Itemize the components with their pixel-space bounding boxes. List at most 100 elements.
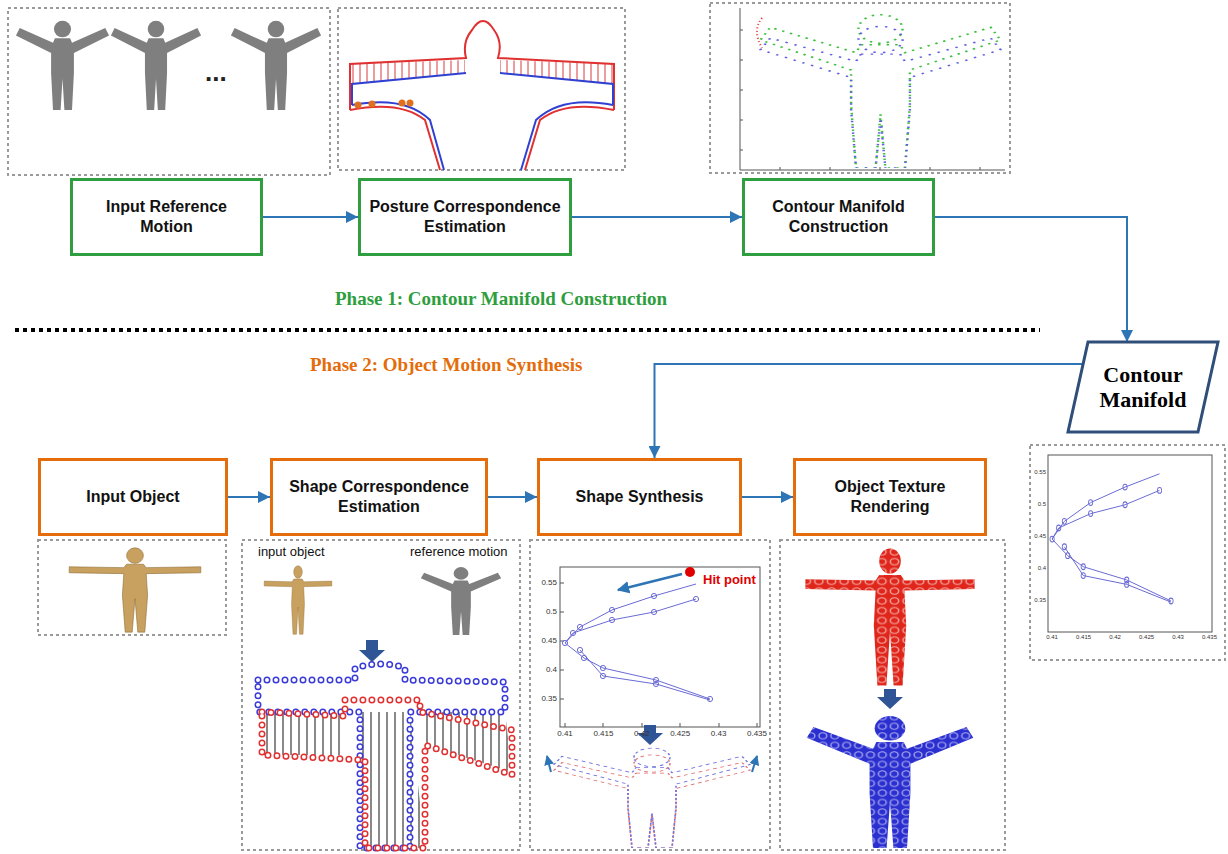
shape-correspondence-figure bbox=[258, 566, 512, 848]
axis-tick-label: 0.41 bbox=[550, 729, 580, 738]
correspondence-lines bbox=[360, 712, 425, 848]
synthesized-contour bbox=[554, 755, 750, 848]
panel-frame bbox=[530, 540, 770, 850]
text-label: ... bbox=[205, 58, 227, 88]
silhouette bbox=[111, 21, 201, 110]
contour-red bbox=[350, 21, 614, 170]
panel-frame bbox=[8, 8, 330, 175]
feature-points bbox=[355, 100, 414, 109]
manifold-dots bbox=[760, 26, 1000, 168]
direction-arrow bbox=[618, 574, 682, 590]
plot-axes bbox=[740, 8, 1005, 170]
manifold-curves bbox=[1050, 474, 1173, 604]
box-label: Input Object bbox=[86, 487, 179, 507]
axis-tick-label: 0.425 bbox=[1135, 634, 1159, 641]
axis-tick-label: 0.4 bbox=[1030, 565, 1046, 572]
axis-tick-label: 0.415 bbox=[1072, 634, 1096, 641]
reference-silhouettes bbox=[16, 21, 321, 110]
axis-tick-label: 0.43 bbox=[1166, 634, 1190, 641]
direction-arrow bbox=[752, 756, 757, 772]
dotted-panels bbox=[8, 3, 1225, 850]
axis-tick-label: 0.55 bbox=[1030, 469, 1046, 476]
process-box: Input Object bbox=[38, 458, 228, 536]
manifold-dots bbox=[760, 15, 1000, 168]
blue-mesh-figure bbox=[807, 716, 974, 848]
axis-tick-label: 0.415 bbox=[588, 729, 618, 738]
text-label: Phase 2: Object Motion Synthesis bbox=[310, 354, 582, 376]
panel-frame bbox=[710, 3, 1010, 173]
axis-tick-label: 0.5 bbox=[531, 607, 557, 616]
parallelogram-shape bbox=[1068, 342, 1218, 432]
manifold-dots bbox=[757, 18, 762, 48]
axis-tick-label: 0.435 bbox=[742, 729, 772, 738]
panel-frame bbox=[38, 540, 226, 635]
shape-synthesis-plot bbox=[547, 567, 760, 848]
axis-tick-label: 0.45 bbox=[1030, 533, 1046, 540]
box-label: Shape Correspondence Estimation bbox=[281, 477, 477, 516]
flow-arrow bbox=[935, 217, 1127, 342]
contour-points-red bbox=[262, 700, 512, 848]
panel-frame bbox=[780, 540, 1005, 850]
hit-point bbox=[685, 567, 695, 577]
process-box: Contour Manifold Construction bbox=[742, 178, 935, 256]
process-box: Shape Synthesis bbox=[537, 458, 742, 536]
flow-arrow bbox=[742, 496, 793, 498]
silhouette bbox=[231, 21, 321, 110]
mesh-overlay bbox=[807, 716, 974, 848]
box-label: Contour Manifold Construction bbox=[753, 197, 924, 236]
process-box: Shape Correspondence Estimation bbox=[270, 458, 488, 536]
process-box: Posture Correspondence Estimation bbox=[358, 178, 572, 256]
synthesized-contour bbox=[554, 748, 750, 848]
axis-tick-label: 0.35 bbox=[531, 694, 557, 703]
panel-frame bbox=[242, 540, 520, 850]
box-label: Object Texture Rendering bbox=[804, 477, 976, 516]
flow-arrow bbox=[488, 496, 537, 498]
axis-tick-label: 0.42 bbox=[1103, 634, 1127, 641]
contour-points-red bbox=[262, 700, 512, 848]
axis-ticks bbox=[560, 583, 757, 727]
axis-tick-label: 0.5 bbox=[1030, 501, 1046, 508]
axis-tick-label: 0.435 bbox=[1198, 634, 1222, 641]
box-label: Input Reference Motion bbox=[81, 197, 252, 236]
silhouette bbox=[421, 567, 501, 635]
silhouette bbox=[16, 21, 109, 110]
posture-correspondence-figure bbox=[350, 21, 614, 170]
plot-axes bbox=[1048, 455, 1212, 632]
axis-tick-label: 0.45 bbox=[531, 636, 557, 645]
contour-blue bbox=[352, 73, 613, 170]
direction-arrow bbox=[547, 756, 551, 772]
mesh-overlay bbox=[805, 548, 974, 685]
flow-arrow bbox=[228, 496, 270, 498]
process-box: Object Texture Rendering bbox=[793, 458, 987, 536]
plot-axes bbox=[560, 567, 760, 727]
axis-tick-label: 0.35 bbox=[1030, 597, 1046, 604]
texture-render-figure bbox=[805, 548, 974, 848]
text-label: input object bbox=[258, 545, 325, 560]
small-manifold-plot bbox=[1048, 455, 1212, 632]
text-label: reference motion bbox=[410, 545, 508, 560]
wooden-mannequin bbox=[69, 548, 201, 632]
red-mesh-figure bbox=[805, 548, 974, 685]
process-box: Input Reference Motion bbox=[70, 178, 263, 256]
axis-tick-label: 0.55 bbox=[531, 578, 557, 587]
box-label: Shape Synthesis bbox=[575, 487, 703, 507]
wooden-mannequin bbox=[264, 566, 332, 635]
text-label: Phase 1: Contour Manifold Construction bbox=[335, 288, 667, 310]
panel-frame bbox=[338, 8, 625, 170]
axis-tick-label: 0.4 bbox=[531, 665, 557, 674]
box-label: Contour Manifold bbox=[1094, 362, 1192, 413]
flow-arrow bbox=[263, 216, 358, 218]
down-arrow bbox=[877, 689, 903, 709]
manifold-curves bbox=[562, 584, 712, 702]
axis-ticks bbox=[740, 30, 980, 170]
text-label: Hit point bbox=[702, 573, 757, 588]
axis-tick-label: 0.425 bbox=[665, 729, 695, 738]
data-parallelogram: Contour Manifold bbox=[1068, 342, 1218, 432]
flow-arrow bbox=[572, 216, 742, 218]
manifold-plot bbox=[740, 8, 1005, 170]
box-label: Posture Correspondence Estimation bbox=[369, 197, 561, 236]
axis-tick-label: 0.41 bbox=[1040, 634, 1064, 641]
